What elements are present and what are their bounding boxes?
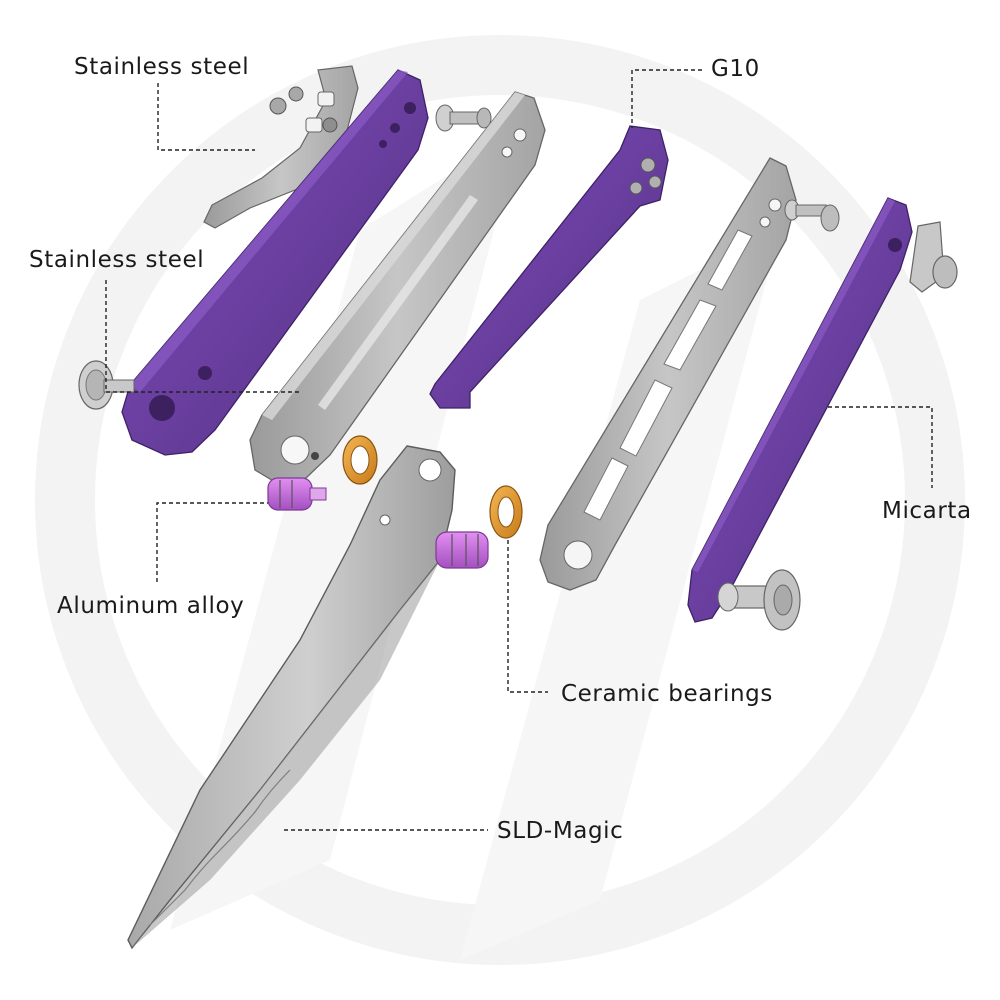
label-blade-steel: SLD-Magic [497,818,624,844]
label-aluminum-alloy: Aluminum alloy [57,593,245,619]
label-ceramic-bearings: Ceramic bearings [561,681,773,707]
label-pivot-screw-material: Stainless steel [29,247,205,273]
label-g10: G10 [711,56,760,82]
blade [127,445,456,950]
liner-screw-top [435,104,492,132]
leader-g10 [631,69,702,128]
leader-bearings [507,540,548,693]
label-clip-material: Stainless steel [74,54,250,80]
left-steel-liner [249,91,546,483]
pivot-screw-left [78,360,135,410]
leader-aluminum [156,502,268,582]
right-top-screw [909,221,958,293]
leader-pivot-screw [105,280,300,393]
leader-clip [157,83,255,151]
g10-backspacer [429,125,669,409]
right-pivot-screw [717,569,801,631]
ceramic-bearing-left [342,435,378,485]
leader-micarta [828,406,933,488]
pocket-clip [203,65,359,229]
aluminum-spacer-left [267,477,327,511]
ceramic-bearing-right [489,485,523,539]
left-handle-scale [121,69,429,456]
aluminum-spacer-right [435,531,489,569]
label-micarta: Micarta [882,498,972,524]
right-steel-liner [539,157,797,591]
leader-lines [105,69,933,831]
liner-screw-right [784,199,840,232]
